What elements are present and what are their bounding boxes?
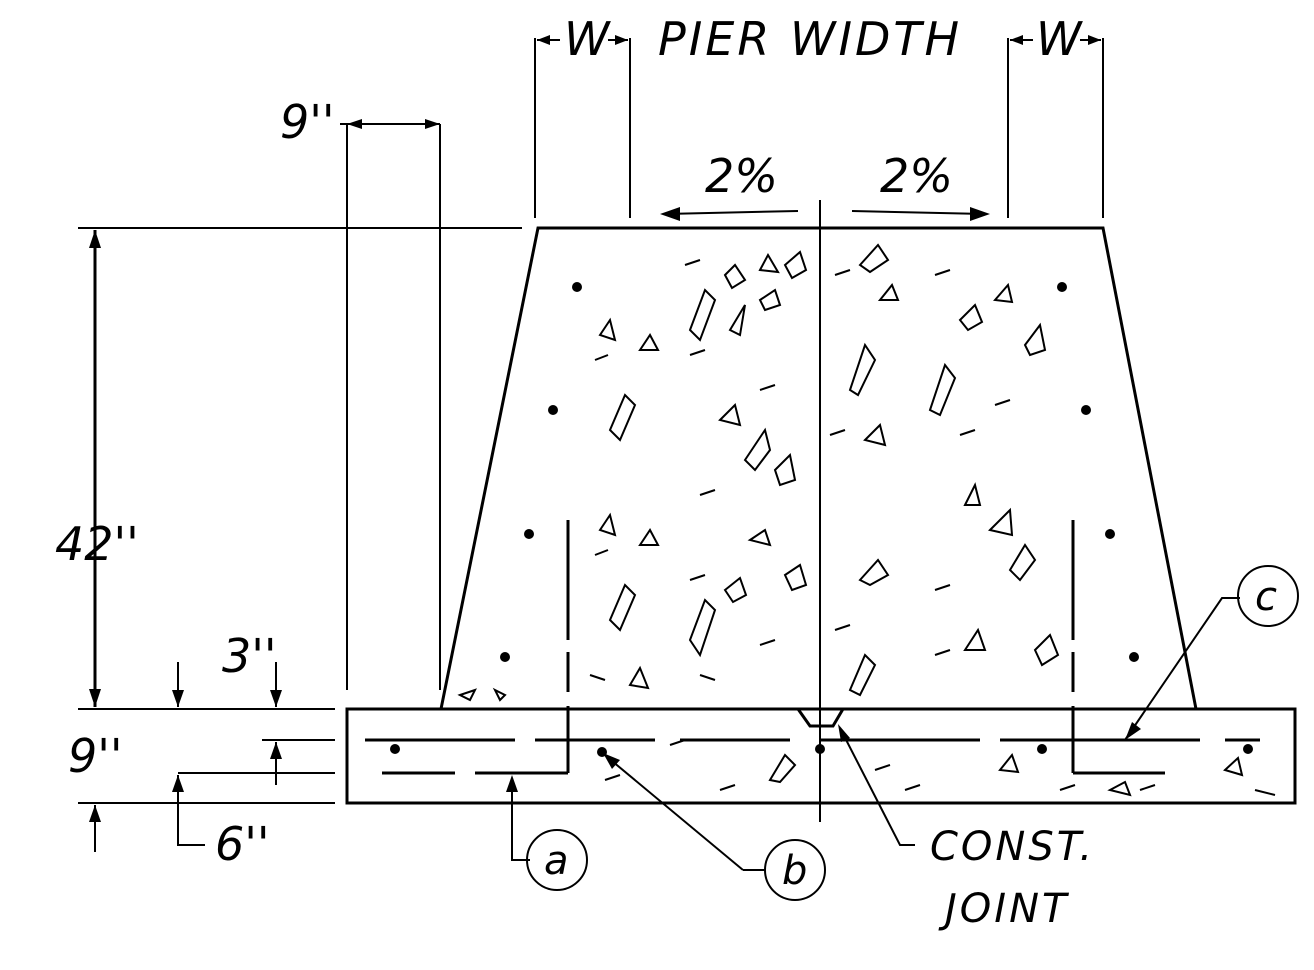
barrier-wall <box>439 200 1198 822</box>
rebar-dot <box>1037 744 1047 754</box>
const-joint-line1: CONST. <box>930 824 1095 870</box>
reinforcement <box>365 282 1260 775</box>
rebar-dot <box>390 744 400 754</box>
rebar-dot <box>548 405 558 415</box>
callout-a: a <box>506 775 588 891</box>
rebar-dot <box>1081 405 1091 415</box>
slope-indicators: 2% 2% <box>660 149 990 221</box>
dim-top-offset-label: 9'' <box>280 95 335 149</box>
concrete-hatch <box>457 243 1276 797</box>
callout-c-label: c <box>1255 574 1277 620</box>
w-left-label: W <box>564 12 611 66</box>
const-joint-line2: JOINT <box>938 886 1070 932</box>
rebar-dot <box>1057 282 1067 292</box>
callout-const-joint: CONST. JOINT <box>838 724 1095 932</box>
callout-c: c <box>1124 565 1299 741</box>
slope-right-label: 2% <box>880 149 953 203</box>
pier-width-dimension: W W PIER WIDTH <box>534 12 1104 218</box>
rebar-dot <box>1129 652 1139 662</box>
rebar-dot <box>1243 744 1253 754</box>
rebar-dot <box>524 529 534 539</box>
callout-b: b <box>603 753 826 901</box>
rebar-dot <box>815 744 825 754</box>
callout-b-label: b <box>782 848 807 894</box>
w-right-label: W <box>1036 12 1083 66</box>
base-slab <box>345 707 1297 805</box>
dim-slab-upper-label: 9'' <box>68 729 123 783</box>
left-dimensions: 9'' 42'' 3'' 9'' 6'' <box>55 95 522 871</box>
pier-width-label: PIER WIDTH <box>658 12 962 66</box>
slope-left-label: 2% <box>705 149 778 203</box>
dim-base-offset-label: 3'' <box>222 629 277 683</box>
dim-height-label: 42'' <box>55 517 139 571</box>
callout-a-label: a <box>544 838 569 884</box>
dim-slab-lower-label: 6'' <box>215 817 270 871</box>
rebar-dot <box>572 282 582 292</box>
rebar-dot <box>500 652 510 662</box>
rebar-dot <box>1105 529 1115 539</box>
